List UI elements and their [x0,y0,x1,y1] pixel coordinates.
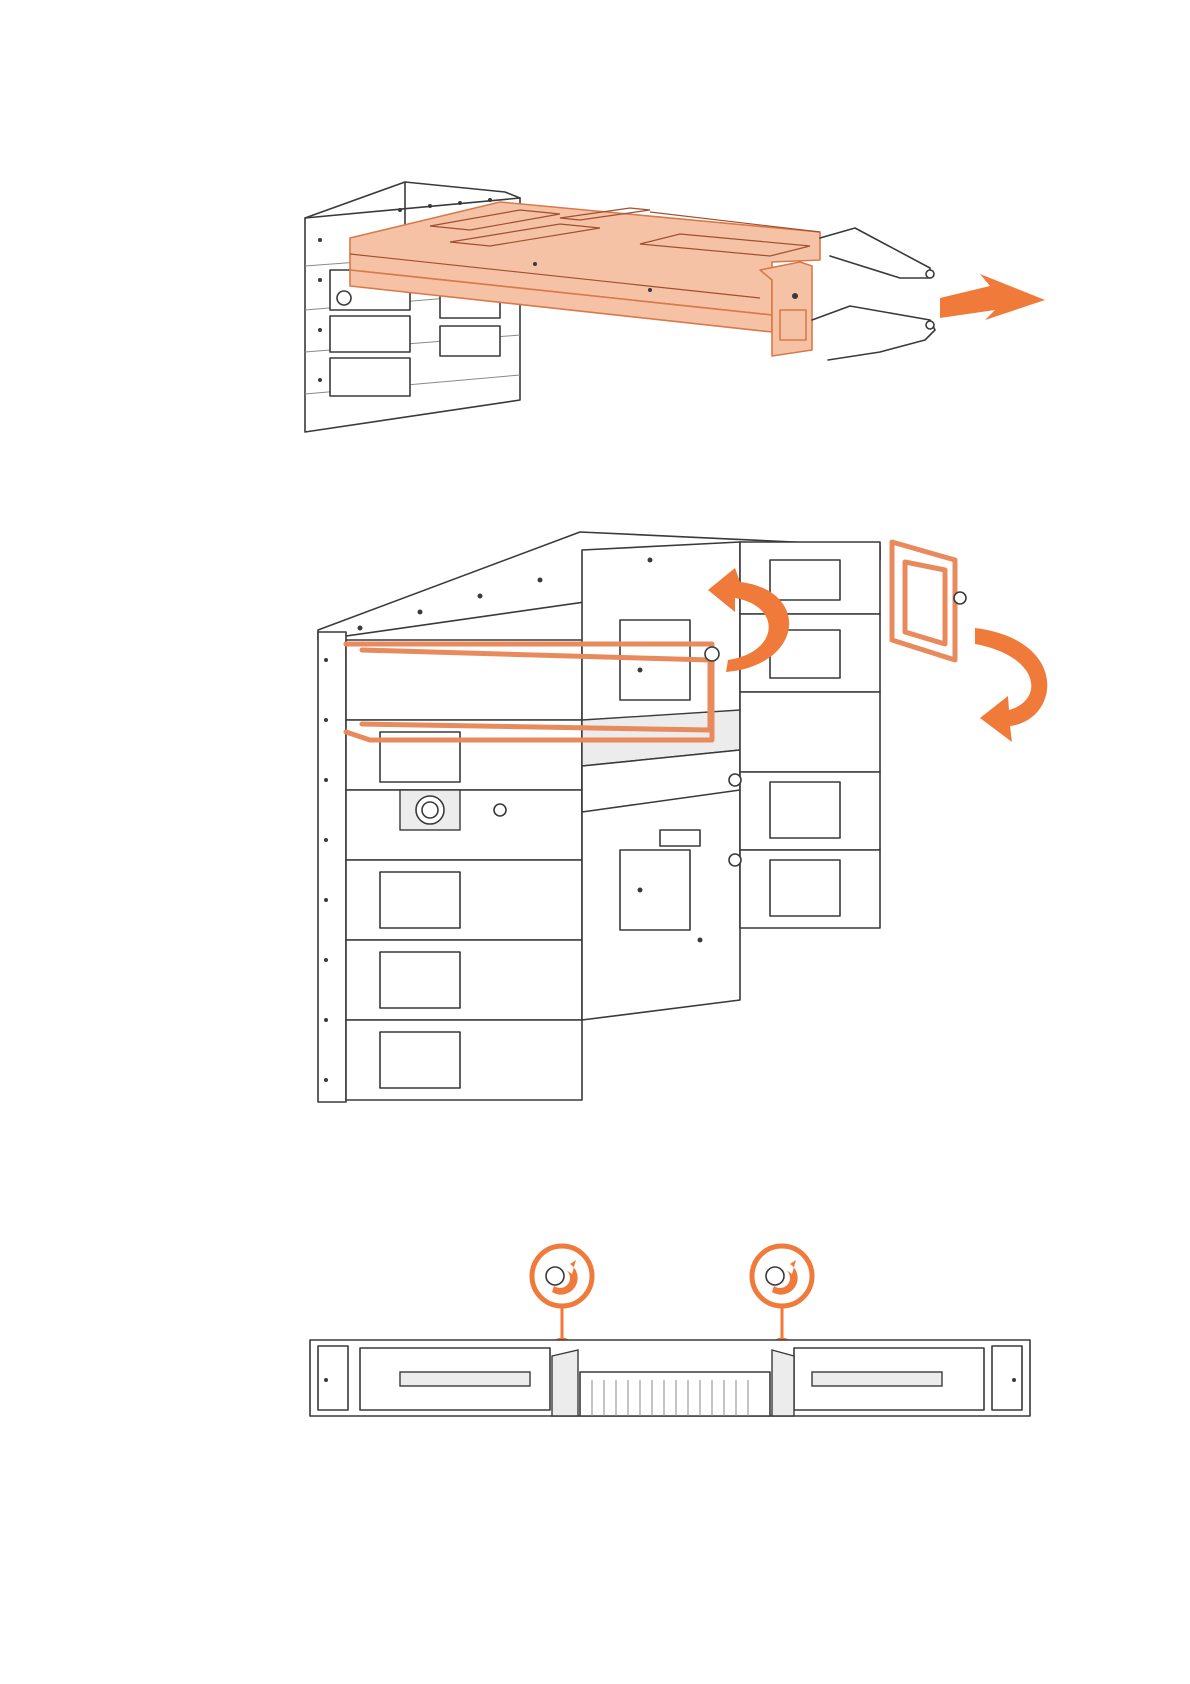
step2-close-latches-diagram [0,520,1190,1170]
chassis-front-strip [310,1340,1030,1416]
latch-handles [812,228,935,360]
rotate-arrow-icon [975,628,1047,742]
insert-arrow-icon [940,274,1045,320]
step1-insert-module-diagram [0,170,1190,450]
step3-tighten-screws-diagram [0,1240,1190,1420]
